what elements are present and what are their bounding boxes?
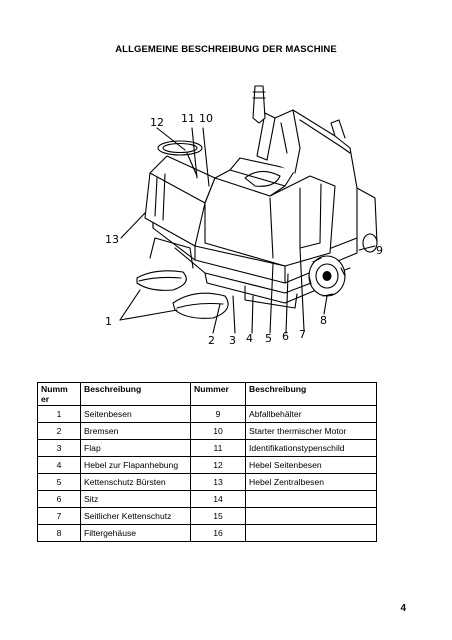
callout-11: 11 bbox=[181, 112, 195, 125]
parts-table: Numm er Beschreibung Nummer Beschreibung… bbox=[37, 382, 377, 542]
machine-diagram: 1 2 3 4 5 6 7 8 9 10 11 12 13 bbox=[95, 78, 400, 360]
cell-description: Flap bbox=[80, 439, 191, 457]
cell-description: Seitenbesen bbox=[80, 405, 191, 423]
cell-number: 3 bbox=[37, 439, 81, 457]
callout-4: 4 bbox=[246, 332, 253, 345]
cell-number: 1 bbox=[37, 405, 81, 423]
cell-number: 11 bbox=[190, 439, 246, 457]
callout-3: 3 bbox=[229, 334, 236, 347]
cell-description: Hebel Zentralbesen bbox=[245, 473, 377, 491]
cell-number: 10 bbox=[190, 422, 246, 440]
callout-5: 5 bbox=[265, 332, 272, 345]
callout-12: 12 bbox=[150, 116, 164, 129]
cell-description: Hebel Seitenbesen bbox=[245, 456, 377, 474]
cell-description: Sitz bbox=[80, 490, 191, 508]
header-number-1: Numm er bbox=[37, 382, 81, 406]
table-row: 7 Seitlicher Kettenschutz 15 bbox=[37, 507, 377, 525]
page-title: ALLGEMEINE BESCHREIBUNG DER MASCHINE bbox=[115, 44, 337, 55]
table-row: 4 Hebel zur Flapanhebung 12 Hebel Seiten… bbox=[37, 456, 377, 474]
cell-number: 12 bbox=[190, 456, 246, 474]
cell-number: 16 bbox=[190, 524, 246, 542]
cell-description bbox=[245, 490, 377, 508]
table-row: 8 Filtergehäuse 16 bbox=[37, 524, 377, 542]
cell-description: Filtergehäuse bbox=[80, 524, 191, 542]
callout-8: 8 bbox=[320, 314, 327, 327]
callout-9: 9 bbox=[376, 244, 383, 257]
cell-number: 9 bbox=[190, 405, 246, 423]
callout-1: 1 bbox=[105, 315, 112, 328]
cell-number: 6 bbox=[37, 490, 81, 508]
cell-number: 2 bbox=[37, 422, 81, 440]
table-row: 3 Flap 11 Identifikationstypenschild bbox=[37, 439, 377, 457]
cell-description: Seitlicher Kettenschutz bbox=[80, 507, 191, 525]
cell-number: 13 bbox=[190, 473, 246, 491]
cell-number: 8 bbox=[37, 524, 81, 542]
cell-number: 15 bbox=[190, 507, 246, 525]
callout-13: 13 bbox=[105, 233, 119, 246]
table-row: 5 Kettenschutz Bürsten 13 Hebel Zentralb… bbox=[37, 473, 377, 491]
callout-6: 6 bbox=[282, 330, 289, 343]
header-number-2: Nummer bbox=[190, 382, 246, 406]
cell-description: Bremsen bbox=[80, 422, 191, 440]
callout-2: 2 bbox=[208, 334, 215, 347]
header-description-2: Beschreibung bbox=[245, 382, 377, 406]
cell-description: Kettenschutz Bürsten bbox=[80, 473, 191, 491]
page-number: 4 bbox=[400, 603, 406, 614]
cell-description: Identifikationstypenschild bbox=[245, 439, 377, 457]
callout-10: 10 bbox=[199, 112, 213, 125]
cell-description bbox=[245, 524, 377, 542]
table-row: 2 Bremsen 10 Starter thermischer Motor bbox=[37, 422, 377, 440]
cell-description: Abfallbehälter bbox=[245, 405, 377, 423]
sweeper-machine-drawing: 1 2 3 4 5 6 7 8 9 10 11 12 13 bbox=[105, 85, 383, 347]
table-header-row: Numm er Beschreibung Nummer Beschreibung bbox=[37, 382, 377, 406]
callout-7: 7 bbox=[299, 328, 306, 341]
cell-description: Starter thermischer Motor bbox=[245, 422, 377, 440]
cell-number: 5 bbox=[37, 473, 81, 491]
header-description-1: Beschreibung bbox=[80, 382, 191, 406]
cell-number: 7 bbox=[37, 507, 81, 525]
table-row: 1 Seitenbesen 9 Abfallbehälter bbox=[37, 405, 377, 423]
cell-number: 4 bbox=[37, 456, 81, 474]
table-row: 6 Sitz 14 bbox=[37, 490, 377, 508]
cell-description bbox=[245, 507, 377, 525]
cell-description: Hebel zur Flapanhebung bbox=[80, 456, 191, 474]
cell-number: 14 bbox=[190, 490, 246, 508]
